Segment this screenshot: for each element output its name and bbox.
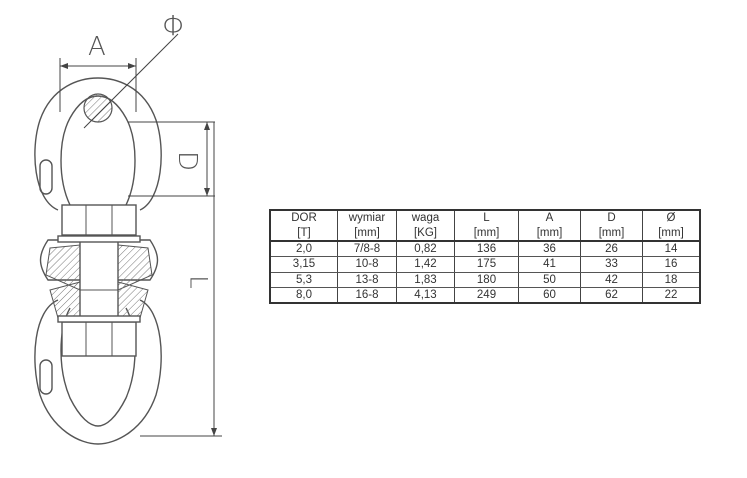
table-cell: 18 — [642, 272, 700, 288]
table-unit-row: [T] [mm] [KG] [mm] [mm] [mm] [mm] — [270, 225, 700, 242]
unit-cell: [mm] — [580, 225, 643, 242]
table-header-row: DOR wymiar waga L A D Ø — [270, 210, 700, 226]
specification-table: DOR wymiar waga L A D Ø [T] [mm] [KG] [m… — [269, 209, 701, 305]
unit-cell: [mm] — [518, 225, 581, 242]
table-row: 3,15 10-8 1,42 175 41 33 16 — [270, 256, 700, 273]
table-cell: 14 — [642, 240, 700, 258]
unit-cell: [T] — [270, 225, 338, 242]
lower-nut — [61, 321, 137, 357]
table-cell: 13-8 — [337, 272, 397, 288]
header-cell: Ø — [642, 210, 700, 226]
lower-slot — [39, 359, 53, 395]
unit-cell: [KG] — [396, 225, 455, 242]
table-cell: 16 — [642, 256, 700, 273]
table-cell: 10-8 — [337, 256, 397, 273]
phi-leader — [83, 33, 179, 129]
header-cell: D — [580, 210, 643, 226]
unit-cell: [mm] — [642, 225, 700, 242]
hatch-cross-section — [83, 93, 113, 123]
table-cell: 1,42 — [396, 256, 455, 273]
table-cell: 16-8 — [337, 287, 397, 304]
table-cell: 2,0 — [270, 240, 338, 258]
a-dimension-label: A — [88, 32, 106, 62]
header-cell: A — [518, 210, 581, 226]
lower-link-outer — [34, 299, 162, 445]
header-cell: waga — [396, 210, 455, 226]
upper-washer — [57, 235, 141, 243]
upper-nut — [61, 204, 137, 236]
table-row: 8,0 16-8 4,13 249 60 62 22 — [270, 287, 700, 304]
table-cell: 62 — [580, 287, 643, 304]
hatch-lower-right — [117, 281, 149, 319]
table-cell: 5,3 — [270, 272, 338, 288]
lower-washer — [57, 315, 141, 323]
table-cell: 175 — [454, 256, 519, 273]
table-cell: 136 — [454, 240, 519, 258]
table-cell: 249 — [454, 287, 519, 304]
table-row: 2,0 7/8-8 0,82 136 36 26 14 — [270, 240, 700, 258]
table-cell: 0,82 — [396, 240, 455, 258]
table-row: 5,3 13-8 1,83 180 50 42 18 — [270, 272, 700, 288]
d-dimension-label: D — [172, 150, 203, 172]
center-hub — [39, 239, 159, 281]
table-cell: 180 — [454, 272, 519, 288]
table-cell: 42 — [580, 272, 643, 288]
header-cell: wymiar — [337, 210, 397, 226]
hatch-lower-left — [49, 281, 81, 319]
table-cell: 36 — [518, 240, 581, 258]
table-cell: 22 — [642, 287, 700, 304]
table-cell: 60 — [518, 287, 581, 304]
table-cell: 4,13 — [396, 287, 455, 304]
unit-cell: [mm] — [337, 225, 397, 242]
table-cell: 3,15 — [270, 256, 338, 273]
header-cell: DOR — [291, 212, 317, 225]
unit-cell: [mm] — [454, 225, 519, 242]
phi-dimension-label: Φ — [162, 9, 187, 42]
upper-slot — [39, 159, 53, 195]
upper-link-outer — [34, 77, 162, 211]
table-cell: 50 — [518, 272, 581, 288]
table-cell: 8,0 — [296, 289, 312, 302]
table-cell: 1,83 — [396, 272, 455, 288]
table-cell: 41 — [518, 256, 581, 273]
header-cell: L — [454, 210, 519, 226]
shaft — [79, 237, 119, 321]
table-cell: 7/8-8 — [337, 240, 397, 258]
lower-link-inner — [60, 307, 136, 427]
table-cell: 33 — [580, 256, 643, 273]
l-dimension-label: L — [184, 275, 213, 289]
table-cell: 26 — [580, 240, 643, 258]
